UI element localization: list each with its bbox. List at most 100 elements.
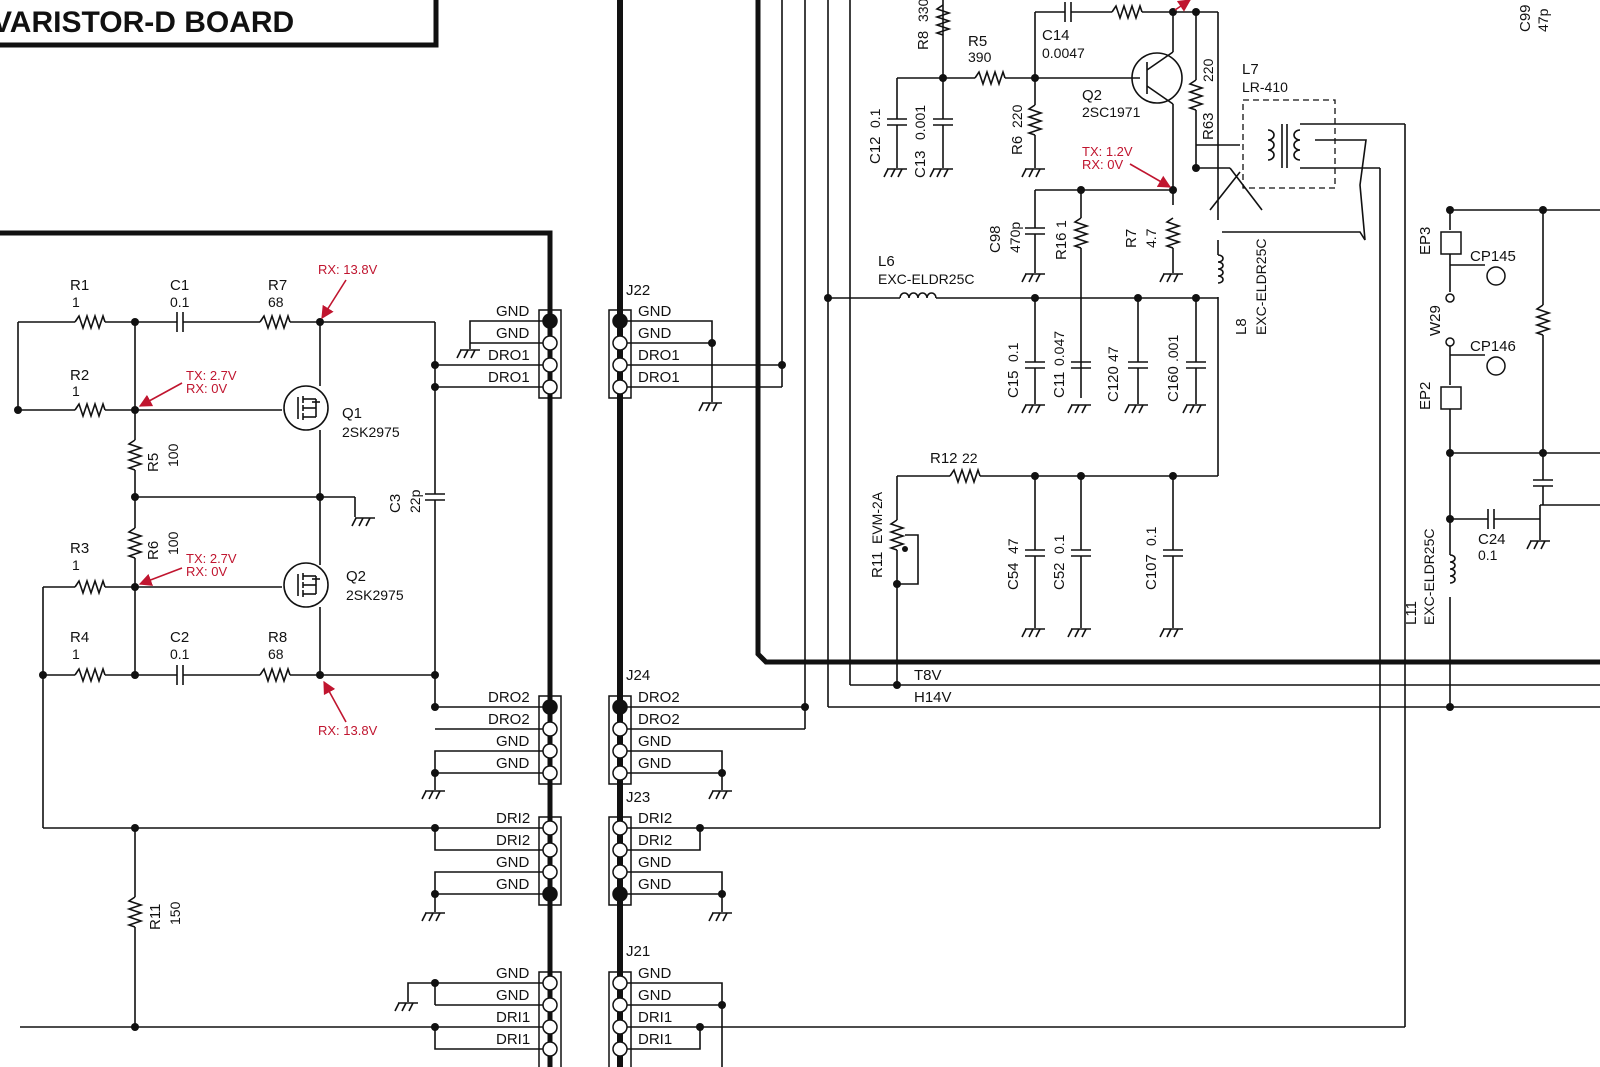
connector-j24 xyxy=(421,0,809,800)
c54-ref: C54 xyxy=(1005,562,1022,590)
c52-value: 0.1 xyxy=(1051,534,1067,554)
c2-value: 0.1 xyxy=(170,646,190,662)
c99-value: 47p xyxy=(1535,8,1551,32)
annotation-q1-gate-rx: RX: 0V xyxy=(186,381,228,396)
j21-left-1: GND xyxy=(496,965,530,982)
j23-right-3: GND xyxy=(638,854,672,871)
j22-left-4: DRO1 xyxy=(488,369,530,386)
j24-right-1: DRO2 xyxy=(638,689,680,706)
c2-ref: C2 xyxy=(170,629,189,646)
r63-value: 220 xyxy=(1200,58,1216,82)
q2-part: 2SK2975 xyxy=(346,587,404,603)
c54-value: 47 xyxy=(1005,538,1021,554)
l7-part: LR-410 xyxy=(1242,79,1288,95)
annotation-rx-13-8v-top: RX: 13.8V xyxy=(318,262,378,277)
c11-value: 0.047 xyxy=(1051,331,1067,366)
r8b-value: 330 xyxy=(915,0,931,22)
c3-value: 22p xyxy=(407,489,423,513)
cp145-ref: CP145 xyxy=(1470,248,1516,265)
c98-value: 470p xyxy=(1007,222,1023,253)
j23-left-2: DRI2 xyxy=(496,832,530,849)
r2-value: 1 xyxy=(72,383,80,399)
c1-ref: C1 xyxy=(170,277,189,294)
j23-ref: J23 xyxy=(626,789,650,806)
connector-j22 xyxy=(435,0,786,412)
q2b-part: 2SC1971 xyxy=(1082,104,1141,120)
l8-part: EXC-ELDR25C xyxy=(1253,239,1269,335)
annotation-rx-13-8v-bottom: RX: 13.8V xyxy=(318,723,378,738)
c1-value: 0.1 xyxy=(170,294,190,310)
j23-left-4: GND xyxy=(496,876,530,893)
j21-right-3: DRI1 xyxy=(638,1009,672,1026)
r5-value: 100 xyxy=(165,443,181,467)
j23-left-1: DRI2 xyxy=(496,810,530,827)
r1-ref: R1 xyxy=(70,277,89,294)
q1-part: 2SK2975 xyxy=(342,424,400,440)
c160-ref: C160 xyxy=(1165,366,1182,402)
j24-left-3: GND xyxy=(496,733,530,750)
annotation-emitter-tx: TX: 1.2V xyxy=(1082,144,1133,159)
r11-ref: R11 xyxy=(147,904,164,930)
c3-ref: C3 xyxy=(387,494,404,513)
c24-ref: C24 xyxy=(1478,531,1506,548)
j22-right-3: DRO1 xyxy=(638,347,680,364)
r7-ref: R7 xyxy=(268,277,287,294)
c13-value: 0.001 xyxy=(912,105,928,140)
j21-left-3: DRI1 xyxy=(496,1009,530,1026)
j24-right-3: GND xyxy=(638,733,672,750)
c120-ref: C120 xyxy=(1105,366,1122,402)
r3-value: 1 xyxy=(72,557,80,573)
r6b-value: 220 xyxy=(1009,104,1025,128)
ep2-ref: EP2 xyxy=(1417,382,1434,410)
r8-value: 68 xyxy=(268,646,284,662)
j23-right-4: GND xyxy=(638,876,672,893)
j21-right-2: GND xyxy=(638,987,672,1004)
rail-t8v: T8V xyxy=(914,667,942,684)
connector-j21 xyxy=(394,971,1405,1067)
r11b-part: EVM-2A xyxy=(869,491,885,544)
c99-ref: C99 xyxy=(1517,4,1534,32)
l6-ref: L6 xyxy=(878,253,895,270)
j24-right-2: DRO2 xyxy=(638,711,680,728)
c98-ref: C98 xyxy=(987,225,1004,253)
j24-left-2: DRO2 xyxy=(488,711,530,728)
r6-ref: R6 xyxy=(145,541,162,560)
j22-left-3: DRO1 xyxy=(488,347,530,364)
connector-j23 xyxy=(421,816,1380,922)
j22-right-1: GND xyxy=(638,303,672,320)
c13-ref: C13 xyxy=(912,150,929,178)
j22-right-2: GND xyxy=(638,325,672,342)
j24-right-4: GND xyxy=(638,755,672,772)
pa-circuit-left xyxy=(14,311,446,1031)
j21-left-2: GND xyxy=(496,987,530,1004)
ep3-ref: EP3 xyxy=(1417,227,1434,255)
j24-left-1: DRO2 xyxy=(488,689,530,706)
r63-ref: R63 xyxy=(1200,112,1217,140)
title-box xyxy=(0,0,439,48)
annotation-q1-gate-tx: TX: 2.7V xyxy=(186,368,237,383)
c12-ref: C12 xyxy=(867,136,884,164)
l11-ref: L11 xyxy=(1403,601,1420,625)
j22-left-2: GND xyxy=(496,325,530,342)
annotation-emitter-rx: RX: 0V xyxy=(1082,157,1124,172)
r5b-ref: R5 xyxy=(968,33,987,50)
r2-ref: R2 xyxy=(70,367,89,384)
j23-left-3: GND xyxy=(496,854,530,871)
c120-value: 47 xyxy=(1105,346,1121,362)
board-outline-right xyxy=(755,0,1600,665)
l6-part: EXC-ELDR25C xyxy=(878,271,974,287)
l8-ref: L8 xyxy=(1233,318,1250,335)
j22-left-1: GND xyxy=(496,303,530,320)
c12-value: 0.1 xyxy=(867,108,883,128)
board-title: VARISTOR-D BOARD xyxy=(0,6,294,39)
board-outline-left xyxy=(0,230,553,1067)
w29-ref: W29 xyxy=(1427,305,1444,336)
c15-ref: C15 xyxy=(1005,370,1022,398)
driver-circuit-right xyxy=(824,0,1600,1027)
j24-ref: J24 xyxy=(626,667,650,684)
r16-value: 1 xyxy=(1053,220,1069,228)
c11-ref: C11 xyxy=(1051,372,1068,398)
q1-ref: Q1 xyxy=(342,405,362,422)
r6-value: 100 xyxy=(165,531,181,555)
